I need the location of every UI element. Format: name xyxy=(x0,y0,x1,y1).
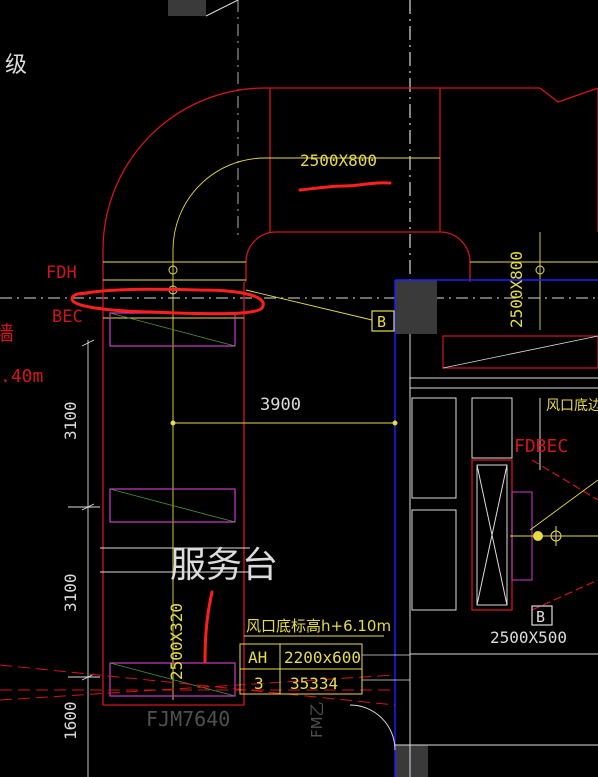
door-swing xyxy=(349,704,396,751)
fire-damper-right-label: FDBEC xyxy=(514,436,568,457)
duct-size-top: 2500X800 xyxy=(300,151,377,170)
air-diffuser xyxy=(109,662,236,697)
equipment-table xyxy=(239,635,384,695)
door-vertical-label: FM乙 xyxy=(308,701,326,738)
grid-marker-b: B xyxy=(377,313,386,331)
grid-marker-b-right: B xyxy=(536,608,545,626)
duct-size-bottom-right: 2500X500 xyxy=(490,628,567,647)
dimension-3100-upper: 3100 xyxy=(61,401,80,440)
structural-column xyxy=(395,280,437,334)
fire-damper-label-2: BEC xyxy=(52,307,83,327)
table-ah-size: 2200x600 xyxy=(284,648,361,667)
grid-marker-box xyxy=(531,605,553,626)
markup-ellipse xyxy=(70,287,265,316)
outlet-note-right: 风口底边 xyxy=(546,398,598,414)
top-column-block xyxy=(168,0,206,16)
door-code-label: FJM7640 xyxy=(146,707,230,731)
dimension-3100-lower: 3100 xyxy=(61,573,80,612)
grid-marker-box xyxy=(371,310,395,332)
damper-symbol xyxy=(168,265,178,275)
air-diffuser xyxy=(109,488,236,523)
fan-coil-unit xyxy=(471,459,598,611)
room-label-service-desk: 服务台 xyxy=(170,545,278,586)
duct-elbow xyxy=(102,87,598,706)
duct-size-right: 2500X800 xyxy=(507,251,526,328)
markup-underline-top xyxy=(298,181,392,192)
duct-centerline xyxy=(172,157,440,300)
outlet-elevation-note: 风口底标高h+6.10m xyxy=(246,617,391,635)
wall-label: 墙 xyxy=(0,321,14,345)
dimension-3900: 3900 xyxy=(260,395,301,415)
elevation-label-left: .40m xyxy=(0,366,43,387)
table-ah-flow: 35334 xyxy=(290,674,338,693)
dimension-1600: 1600 xyxy=(61,701,80,740)
table-ah-count: 3 xyxy=(254,674,264,693)
fire-damper-label: FDH xyxy=(46,263,77,283)
duct-size-vertical: 2500X320 xyxy=(167,603,186,680)
markup-stroke xyxy=(203,590,214,664)
table-ah-code: AH xyxy=(248,648,267,667)
level-label: 级 xyxy=(5,53,27,78)
